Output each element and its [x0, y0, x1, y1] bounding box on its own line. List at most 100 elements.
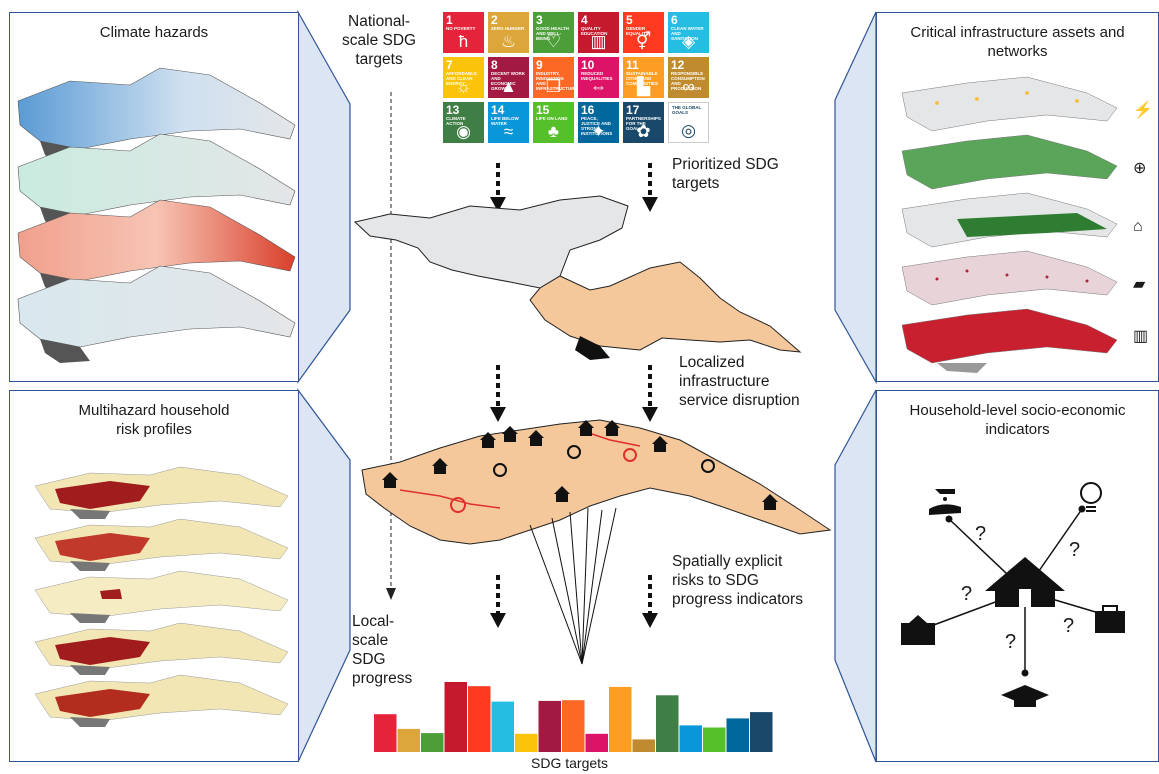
power-pylon-icon: ⚡ — [1133, 102, 1153, 119]
question-mark-work: ? — [1063, 615, 1075, 637]
panel-title-multihazard: Multihazard household risk profiles — [78, 402, 230, 438]
health-icon: ⊕ — [1133, 160, 1147, 177]
sdg-tile-text: PEACE, JUSTICE AND STRONG INSTITUTIONS — [581, 116, 613, 136]
sdg-tile-text: SUSTAINABLE CITIES AND COMMUNITIES — [626, 71, 658, 86]
label-localized: Localized infrastructure service disrupt… — [679, 354, 800, 409]
sdg-tile-text: GOOD HEALTH AND WELL-BEING — [536, 26, 569, 41]
sdg-goal-icon: ▙ — [636, 77, 651, 96]
sdg-goal-icon: ▥ — [590, 32, 607, 51]
sdg-tile-text: LIFE ON LAND — [536, 116, 568, 121]
label-sdg-targets: SDG targets — [531, 755, 609, 771]
question-mark-water: ? — [975, 523, 987, 545]
sdg-tile-text: INDUSTRY, INNOVATION AND INFRASTRUCTURE — [536, 71, 574, 91]
sdg-tile-number: 17 — [626, 103, 640, 117]
sdg-goal-icon: ≈ — [503, 122, 514, 141]
sdg-goal-icon: ♣ — [547, 122, 560, 141]
sdg-goal-icon: ⇔ — [590, 77, 607, 96]
sdg-tile-global-goals: THE GLOBAL GOALS◎ — [668, 102, 709, 143]
sdg-tile-text: REDUCED INEQUALITIES — [581, 71, 613, 81]
label-spatially: Spatially explicit risks to SDG progress… — [672, 553, 803, 608]
sdg-goal-icon: ◈ — [681, 32, 696, 51]
infrastructure-maps — [901, 76, 1118, 373]
label-prioritized: Prioritized SDG targets — [672, 156, 779, 192]
sdg-goal-icon: ♨ — [500, 32, 517, 51]
sdg-goal-icon: ▲ — [500, 77, 517, 96]
panel-title-household-indicators: Household-level socio-economic indicator… — [909, 402, 1126, 438]
sdg-goal-icon: ⚥ — [635, 32, 652, 51]
multihazard-maps — [34, 466, 289, 727]
hand-water-icon — [929, 489, 961, 515]
sdg-tile-text: CLEAN WATER AND SANITATION — [671, 26, 704, 41]
sdg-bar-13 — [656, 695, 679, 752]
sdg-bar-1 — [374, 714, 397, 752]
sdg-tile-text: GENDER EQUALITY — [626, 26, 649, 36]
country-map — [353, 195, 802, 360]
shelter-icon: ⌂ — [1133, 218, 1143, 235]
sdg-tile-text: ZERO HUNGER — [491, 26, 525, 31]
sdg-goal-icon: ħ — [458, 32, 469, 51]
sdg-goal-icon: ☼ — [455, 77, 472, 96]
sdg-goal-icon: ✦ — [591, 122, 606, 141]
sdg-tile-text: NO POVERTY — [446, 26, 476, 31]
sdg-goal-icon: ♡ — [545, 32, 562, 51]
sdg-tile-number: 14 — [491, 103, 505, 117]
label-national-scale: National- scale SDG targets — [342, 13, 417, 68]
sdg-tile-number: 7 — [446, 58, 453, 72]
localized-disruption-map — [361, 419, 832, 545]
sdg-bar-10 — [585, 733, 608, 752]
school-icon: ▥ — [1133, 328, 1149, 345]
sdg-bar-11 — [609, 686, 632, 752]
sdg-tile-number: 4 — [581, 13, 588, 27]
sdg-bar-15 — [703, 727, 726, 752]
label-local-scale: Local- scale SDG progress — [352, 613, 413, 687]
sdg-goal-icon: ◉ — [456, 122, 471, 141]
sdg-tile-number: 5 — [626, 13, 633, 27]
school-icon — [901, 615, 935, 645]
panel-household-indicators: Household-level socio-economic indicator… — [876, 390, 1159, 762]
household-network — [901, 482, 1125, 707]
sdg-tile-number: 1 — [446, 13, 453, 27]
question-mark-school: ? — [961, 583, 973, 605]
sdg-tile-text: DECENT WORK AND ECONOMIC GROWTH — [491, 71, 525, 91]
question-mark-education: ? — [1005, 631, 1017, 653]
panel-title-critical-infrastructure: Critical infrastructure assets and netwo… — [910, 24, 1125, 60]
sdg-bar-17 — [750, 712, 773, 752]
sdg-tile-number: 13 — [446, 103, 460, 117]
sdg-tile-text: RESPONSIBLE CONSUMPTION AND PRODUCTION — [671, 71, 705, 91]
house-icon — [985, 557, 1065, 607]
sdg-goal-icon: ❒ — [545, 77, 562, 96]
sdg-tile-text: THE GLOBAL GOALS — [672, 105, 702, 115]
light-bulb-icon — [1080, 482, 1102, 512]
panel-multihazard: Multihazard household risk profiles — [9, 390, 299, 762]
sdg-tile-number: 10 — [581, 58, 595, 72]
panel-climate-hazards: Climate hazards — [9, 12, 299, 382]
house-markers — [382, 420, 778, 510]
sdg-tile-text: LIFE BELOW WATER — [491, 116, 519, 126]
sdg-tile-number: 16 — [581, 103, 595, 117]
sdg-bar-14 — [679, 725, 702, 752]
sdg-tile-text: PARTNERSHIPS FOR THE GOALS — [626, 116, 661, 131]
sdg-bar-2 — [397, 728, 420, 752]
sdg-bar-7 — [515, 733, 538, 752]
panel-title-climate-hazards: Climate hazards — [99, 24, 209, 41]
sdg-tile-text: CLIMATE ACTION — [446, 116, 466, 126]
sdg-bar-8 — [538, 700, 561, 752]
panel-critical-infrastructure: Critical infrastructure assets and netwo… — [876, 12, 1159, 382]
sdg-tile-number: 9 — [536, 58, 543, 72]
sdg-tile-number: 2 — [491, 13, 498, 27]
